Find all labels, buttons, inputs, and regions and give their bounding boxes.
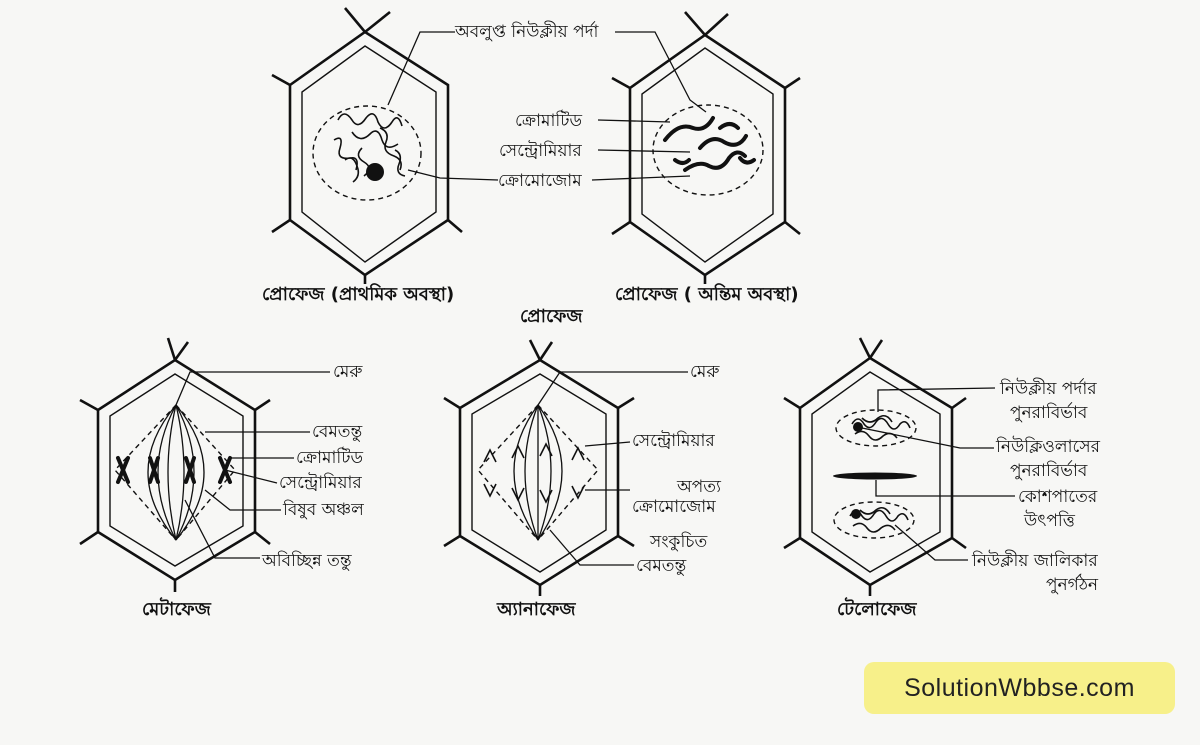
- label-continuous-fiber: অবিচ্ছিন্ন তন্তু: [261, 550, 352, 571]
- caption-prophase-late: প্রোফেজ ( অন্তিম অবস্থা): [615, 283, 799, 305]
- label-reticulum-1: নিউক্লীয় জালিকার: [971, 550, 1098, 571]
- upper-nucleus: [835, 409, 917, 447]
- label-daughter-chromosome-2: ক্রোমোজোম: [632, 497, 716, 517]
- prophase-late-cell: [611, 11, 801, 284]
- label-centromere-ana: সেন্ট্রোমিয়ার: [632, 430, 715, 451]
- label-daughter-chromosome-1: অপত্য: [676, 477, 722, 497]
- cell-plate: [833, 472, 917, 480]
- nuclear-membrane: [312, 105, 422, 201]
- label-chromatid: ক্রোমাটিড: [515, 110, 583, 131]
- label-chromosome: ক্রোমোজোম: [498, 171, 582, 191]
- label-nm-reappear-2: পুনরাবির্ভাব: [1010, 402, 1088, 423]
- label-nm-reappear-1: নিউক্লীয় পর্দার: [999, 378, 1097, 399]
- label-contracted-1: সংকুচিত: [649, 531, 707, 552]
- label-disappearing-nuclear-membrane: অবলুপ্ত নিউক্লীয় পর্দা: [454, 21, 600, 42]
- label-chromatid-meta: ক্রোমাটিড: [296, 447, 364, 468]
- label-pole-ana: মেরু: [690, 362, 720, 382]
- label-cell-plate-1: কোশপাতের: [1018, 487, 1098, 507]
- label-nucleolus-reappear-2: পুনরাবির্ভাব: [1010, 460, 1088, 481]
- nucleolus: [366, 163, 384, 181]
- label-spindle-fiber: বেমতন্তু: [312, 422, 363, 442]
- caption-prophase: প্রোফেজ: [520, 306, 583, 327]
- lower-nucleus: [833, 501, 915, 539]
- label-cell-plate-2: উৎপত্তি: [1023, 510, 1076, 531]
- anaphase-cell: [443, 339, 635, 596]
- caption-anaphase: অ্যানাফেজ: [496, 599, 576, 620]
- caption-metaphase: মেটাফেজ: [142, 597, 212, 620]
- label-nucleolus-reappear-1: নিউক্লিওলাসের: [995, 436, 1101, 457]
- label-centromere-meta: সেন্ট্রোমিয়ার: [279, 472, 362, 493]
- label-equatorial-region: বিষুব অঞ্চল: [282, 499, 364, 520]
- label-contracted-2: বেমতন্তু: [636, 556, 687, 576]
- telophase-cell: [783, 337, 967, 596]
- watermark-badge: SolutionWbbse.com: [864, 662, 1175, 714]
- label-reticulum-2: পুনর্গঠন: [1046, 574, 1099, 595]
- prophase-early-cell: [271, 7, 463, 284]
- label-pole-meta: মেরু: [333, 362, 363, 382]
- metaphase-cell: [79, 337, 271, 592]
- caption-telophase: টেলোফেজ: [837, 597, 917, 620]
- caption-prophase-early: প্রোফেজ (প্রাথমিক অবস্থা): [262, 283, 454, 305]
- label-centromere: সেন্ট্রোমিয়ার: [499, 140, 582, 161]
